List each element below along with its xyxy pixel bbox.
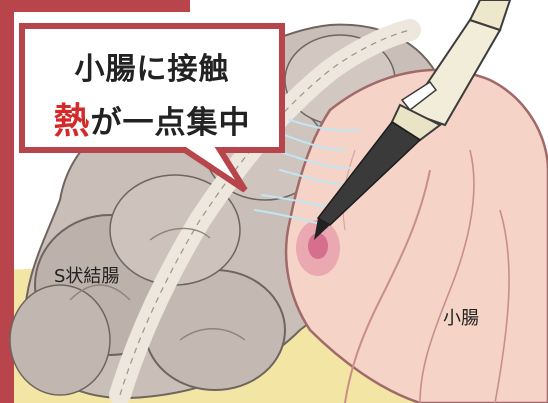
frame-top-bar — [0, 0, 190, 12]
callout-line-2-rest: が一点集中 — [90, 105, 251, 141]
callout-heat-highlight: 熱 — [53, 101, 91, 142]
callout-line-2: 熱が一点集中 — [30, 92, 274, 144]
small-intestine — [284, 68, 548, 403]
surgical-instrument — [314, 0, 512, 240]
frame-left-bar — [0, 0, 14, 403]
label-sigmoid-colon: S状結腸 — [54, 266, 120, 287]
callout-line-1: 小腸に接触 — [74, 52, 230, 87]
speech-callout — [19, 23, 285, 193]
label-small-intestine: 小腸 — [443, 308, 479, 329]
